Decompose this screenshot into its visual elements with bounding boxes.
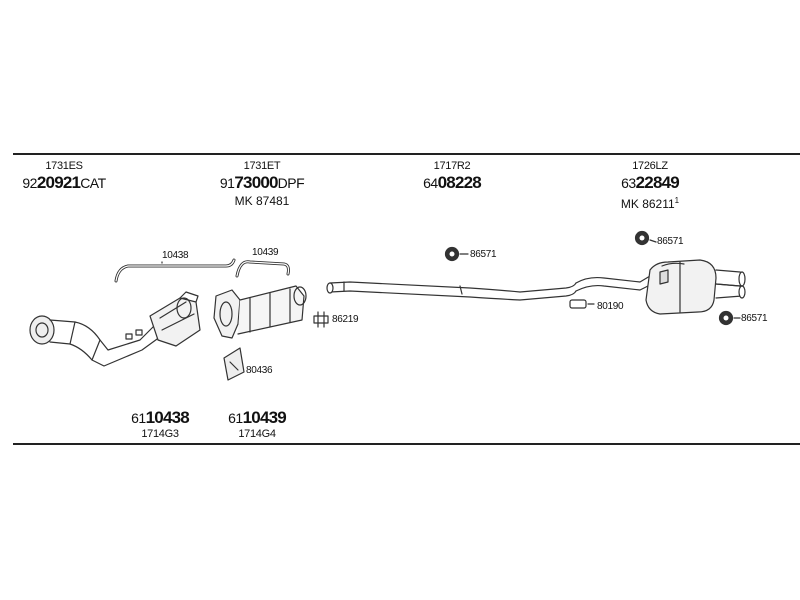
assembly-code: 1726LZ <box>632 160 668 172</box>
hanger-10438-drawing <box>114 258 236 283</box>
hanger-rear-label: 10439 <box>252 247 279 258</box>
dpf-drawing <box>213 285 307 339</box>
bottom-part-hanger-rear: 6110439 1714G4 <box>212 408 302 441</box>
assembly-middle-pipe: 1717R2 6408228 <box>402 160 502 193</box>
assembly-front-pipe-cat: 1731ES 9220921CAT <box>14 160 114 193</box>
assembly-dpf: 1731ET 9173000DPF MK 87481 <box>202 160 322 209</box>
assembly-code: 1731ET <box>243 160 281 172</box>
part-number: 6408228 <box>423 173 482 192</box>
mounting-kit: MK 862111 <box>620 196 680 211</box>
assembly-code: 1731ES <box>45 160 83 172</box>
part-number: 9173000DPF <box>219 173 305 192</box>
part-number: 9220921CAT <box>22 173 106 192</box>
rear-silencer-drawing <box>575 259 746 315</box>
part-code: 1714G3 <box>141 428 179 440</box>
part-code: 1714G4 <box>238 428 276 440</box>
hanger-front-label: 10438 <box>162 250 189 261</box>
rear-clamp-drawing <box>569 299 595 309</box>
part-number: 6110438 <box>131 408 190 427</box>
clamp-drawing <box>313 311 329 328</box>
middle-pipe-drawing <box>326 281 577 301</box>
hanger-10439-drawing <box>235 260 290 278</box>
part-number: 6322849 <box>621 173 680 192</box>
clamp-label: 86219 <box>332 314 359 325</box>
part-number: 6110439 <box>228 408 287 427</box>
rear-clamp-label: 80190 <box>597 301 624 312</box>
gasket-label: 80436 <box>246 365 273 376</box>
rubber-mount-rear-top-drawing <box>634 230 657 246</box>
rubber-mount-rear-bottom-label: 86571 <box>741 313 768 324</box>
bottom-rule <box>13 443 800 445</box>
rubber-mount-mid-drawing <box>444 246 469 262</box>
front-pipe-drawing <box>29 315 165 367</box>
assembly-rear-silencer: 1726LZ 6322849 MK 862111 <box>600 160 700 212</box>
rubber-mount-rear-bottom-drawing <box>718 310 741 326</box>
bottom-part-hanger-front: 6110438 1714G3 <box>115 408 205 441</box>
rubber-mount-mid-label: 86571 <box>470 249 497 260</box>
rubber-mount-rear-top-label: 86571 <box>657 236 684 247</box>
assembly-code: 1717R2 <box>433 160 471 172</box>
top-rule <box>13 153 800 155</box>
gasket-drawing <box>223 347 245 381</box>
mounting-kit: MK 87481 <box>234 194 290 208</box>
cat-converter-drawing <box>125 291 201 347</box>
